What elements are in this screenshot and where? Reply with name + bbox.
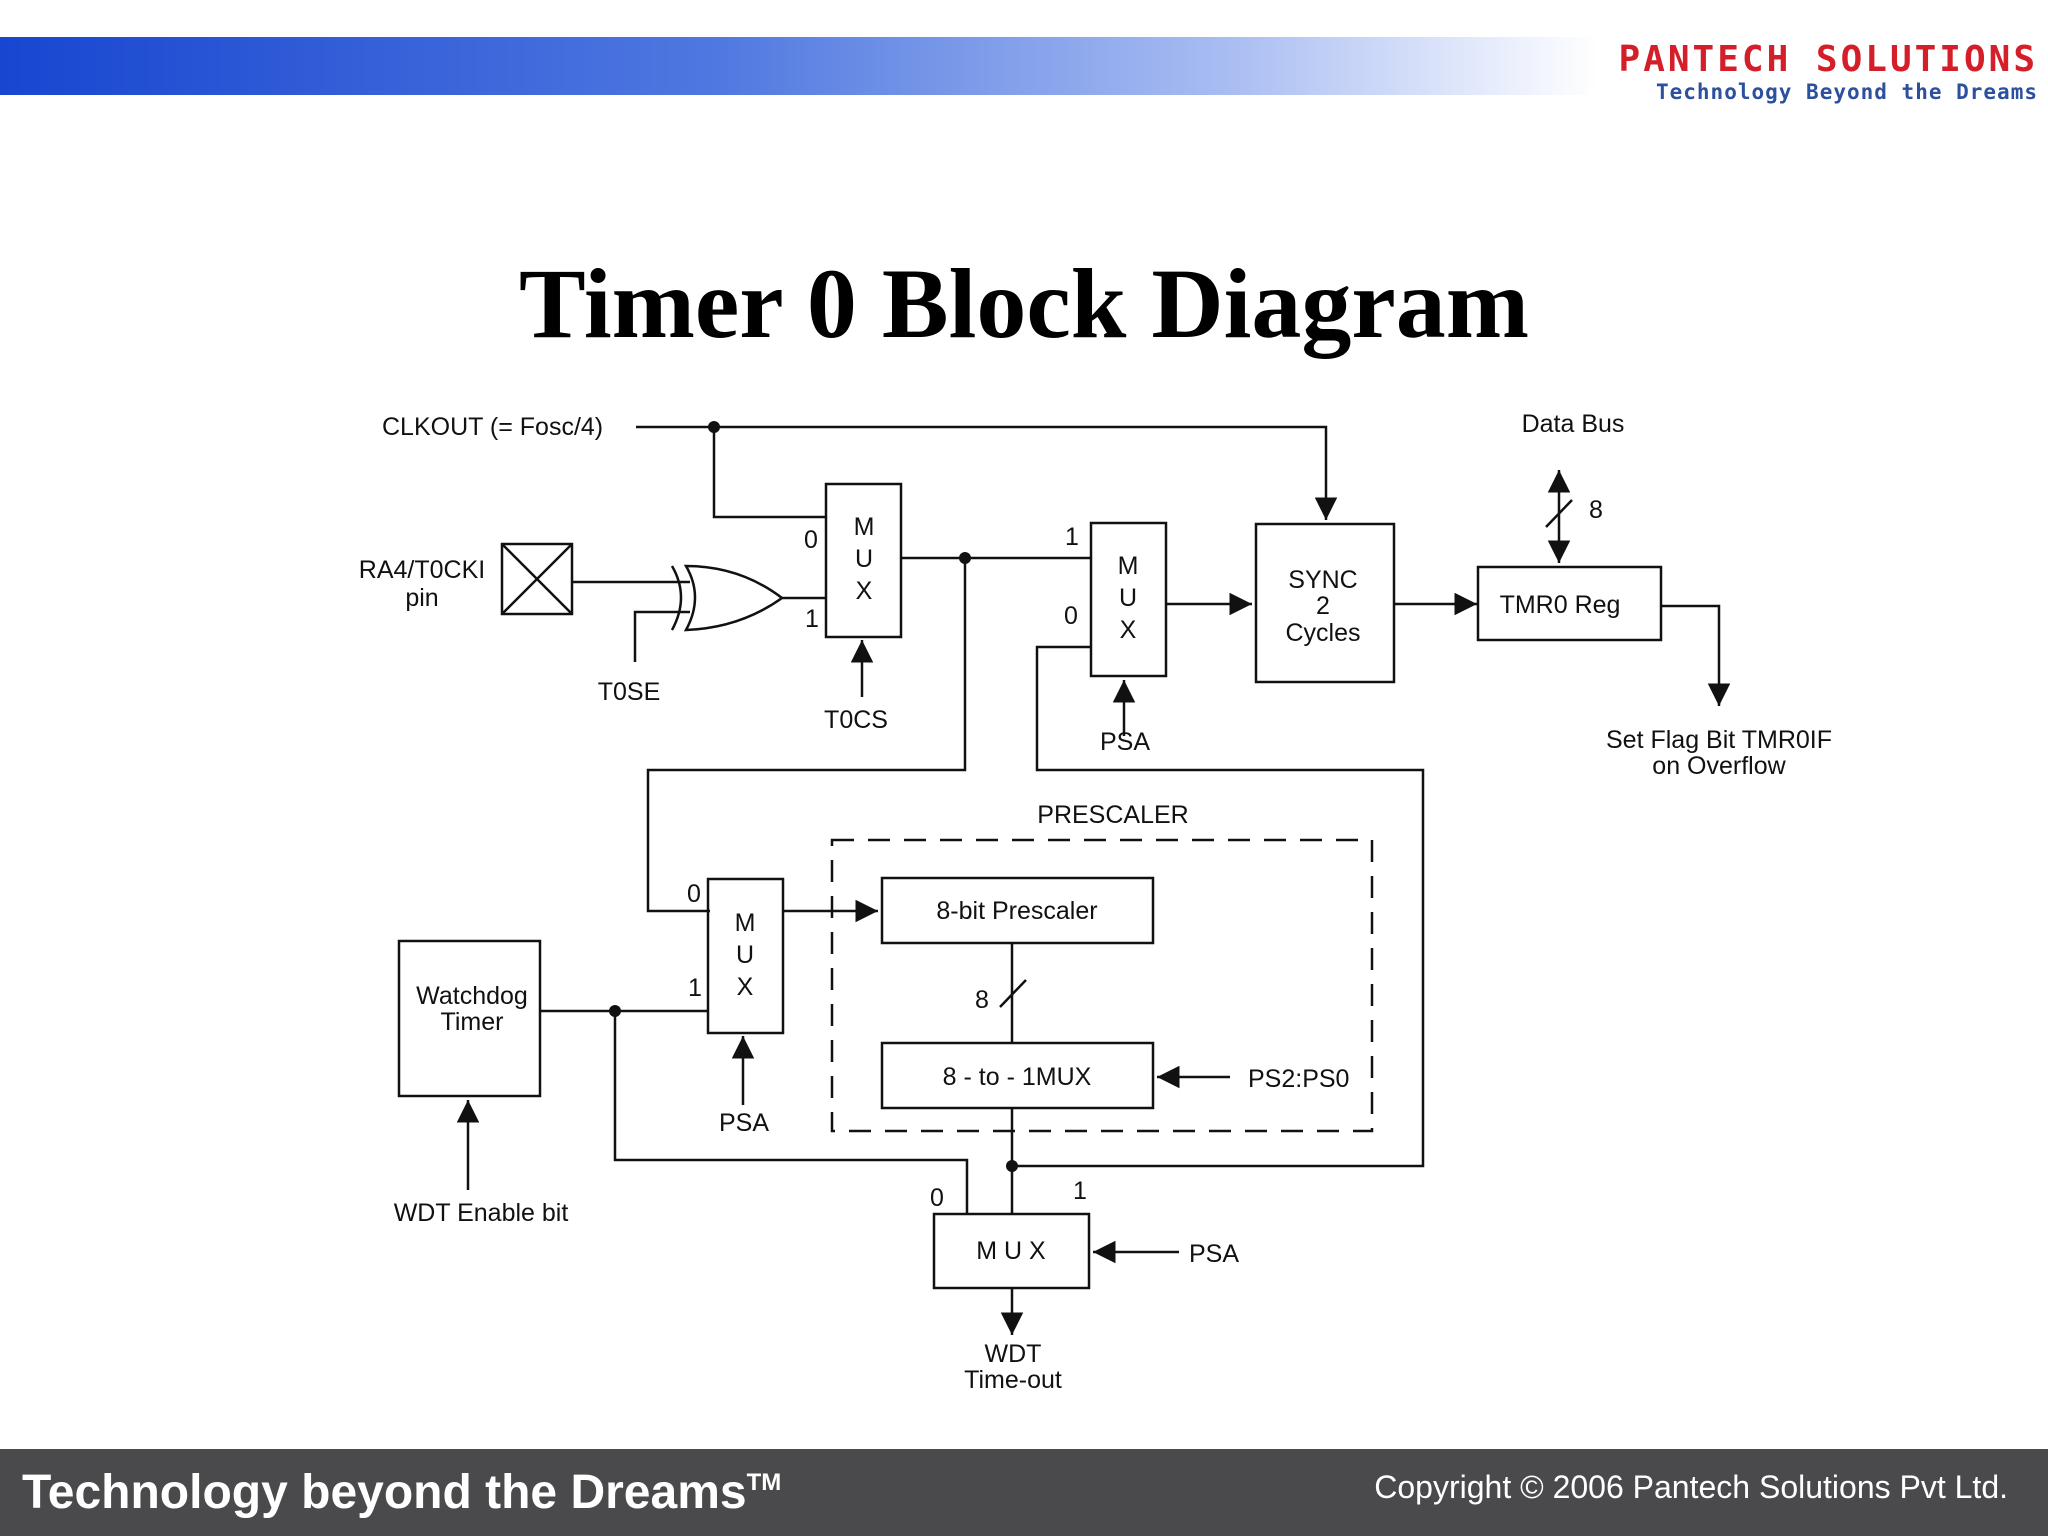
t0cs-label: T0CS (824, 706, 888, 734)
t0se-label: T0SE (598, 678, 661, 706)
mux1-letter-m: M (854, 513, 875, 541)
trademark-mark: TM (746, 1469, 782, 1496)
footer-slogan: Technology beyond the DreamsTM (22, 1465, 781, 1520)
footer-slogan-text: Technology beyond the Dreams (22, 1466, 747, 1519)
mux3-input-1: 1 (688, 974, 702, 1002)
mux3-box (706, 877, 785, 1035)
wdt-enable-label: WDT Enable bit (394, 1199, 569, 1227)
mux1-input-1: 1 (805, 605, 819, 633)
mux8to1-label: 8 - to - 1MUX (943, 1063, 1092, 1091)
bottom-mux-input-0: 0 (930, 1184, 944, 1212)
ra4-pin-box (500, 542, 574, 616)
prescaler-boundary (830, 838, 1374, 1133)
watchdog-bypass-wire (613, 1011, 969, 1214)
sync-label-line2: 2 (1316, 592, 1330, 620)
tmr0-to-flag-wire (1661, 604, 1731, 706)
ra4-pin-label-line1: RA4/T0CKI (359, 556, 485, 584)
mux3-letter-m: M (735, 909, 756, 937)
company-logo: PANTECH SOLUTIONS Technology Beyond the … (1618, 39, 2038, 105)
t0se-wire (633, 610, 690, 662)
bottom-mux-label: M U X (976, 1237, 1046, 1265)
flag-label-line1: Set Flag Bit TMR0IF (1606, 726, 1832, 754)
mux2-box (1089, 521, 1168, 678)
bottom-mux-input-1: 1 (1073, 1177, 1087, 1205)
mux1-letter-u: U (855, 545, 873, 573)
wdt-timeout-label-line1: WDT (985, 1340, 1042, 1368)
bus-width-label: 8 (1589, 496, 1603, 524)
header-banner (0, 37, 2048, 95)
watchdog-junction (609, 1005, 621, 1017)
watchdog-label-line2: Timer (441, 1008, 504, 1036)
pin-cross (501, 543, 573, 615)
mux3-input-0: 0 (687, 880, 701, 908)
psa3-label: PSA (719, 1109, 769, 1137)
mux1-output-junction (959, 552, 971, 564)
prescaler-8bit-label: 8-bit Prescaler (936, 897, 1097, 925)
psa2-label: PSA (1100, 728, 1150, 756)
ra4-pin-label-line2: pin (405, 584, 438, 612)
mux8to1-box (880, 1041, 1155, 1110)
mux2-input-0: 0 (1064, 602, 1078, 630)
mux3-letter-u: U (736, 941, 754, 969)
data-bus-label: Data Bus (1522, 410, 1625, 438)
prescaler-feedback-wire (1012, 645, 1425, 1168)
clkout-wire (636, 425, 1338, 520)
bus-width-slash (1545, 499, 1573, 528)
mux1-box (824, 482, 903, 639)
slide-title: Timer 0 Block Diagram (518, 248, 1530, 359)
xor-gate (670, 564, 785, 632)
sync-label-line1: SYNC (1288, 566, 1357, 594)
clkout-label: CLKOUT (= Fosc/4) (382, 413, 603, 441)
mux2-letter-m: M (1118, 552, 1139, 580)
mux2-letter-u: U (1119, 584, 1137, 612)
mux2-letter-x: X (1120, 616, 1137, 644)
watchdog-label-line1: Watchdog (416, 982, 528, 1010)
timer0-block-diagram: CLKOUT (= Fosc/4) RA4/T0CKI pin T0SE T0C… (359, 410, 1832, 1394)
watchdog-timer-box (397, 939, 542, 1098)
prescaler-title: PRESCALER (1037, 801, 1188, 829)
footer-copyright: Copyright © 2006 Pantech Solutions Pvt L… (1374, 1469, 2008, 1505)
tmr0-reg-label: TMR0 Reg (1500, 591, 1621, 619)
prescaler-output-junction (1006, 1160, 1018, 1172)
mux1-input-0: 0 (804, 526, 818, 554)
mux1-to-psa-mux-wire (646, 558, 967, 913)
prescaler-width-label: 8 (975, 986, 989, 1014)
logo-tagline: Technology Beyond the Dreams (1655, 80, 2038, 104)
mux2-input-1: 1 (1065, 523, 1079, 551)
footer-bar: Technology beyond the DreamsTM Copyright… (0, 1449, 2048, 1536)
prescaler-width-slash (999, 979, 1027, 1008)
sync-label-line3: Cycles (1285, 619, 1360, 647)
wdt-timeout-label-line2: Time-out (964, 1366, 1062, 1394)
tmr0-reg-box (1476, 565, 1663, 642)
clkout-to-mux1-wire (712, 427, 826, 519)
mux1-letter-x: X (856, 577, 873, 605)
ps-bits-label: PS2:PS0 (1248, 1065, 1349, 1093)
mux3-letter-x: X (737, 973, 754, 1001)
bottom-psa-label: PSA (1189, 1240, 1239, 1268)
flag-label-line2: on Overflow (1652, 752, 1786, 780)
prescaler-8bit-box (880, 876, 1155, 945)
logo-name: PANTECH SOLUTIONS (1618, 39, 2038, 80)
clkout-junction (708, 421, 720, 433)
